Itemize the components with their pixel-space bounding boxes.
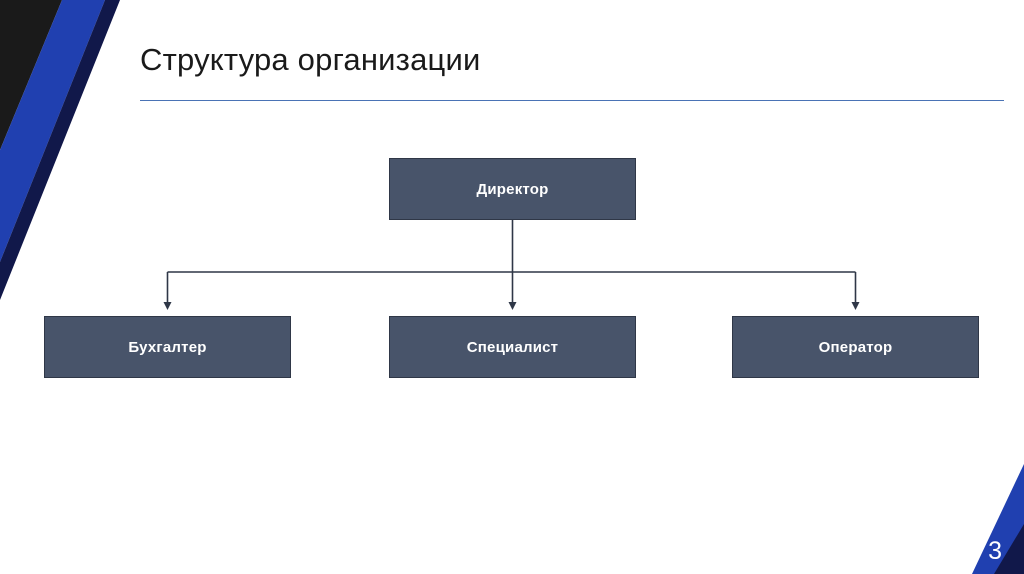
page-title: Структура организации [140, 42, 481, 77]
org-node-label: Специалист [466, 338, 559, 356]
org-node-specialist[interactable]: Специалист [389, 316, 636, 378]
title-underline [140, 100, 1004, 101]
org-node-label: Оператор [818, 338, 893, 356]
org-node-label: Бухгалтер [128, 338, 207, 356]
page-number: 3 [988, 537, 1002, 565]
org-node-operator[interactable]: Оператор [732, 316, 979, 378]
org-node-accountant[interactable]: Бухгалтер [44, 316, 291, 378]
org-node-director[interactable]: Директор [389, 158, 636, 220]
org-node-label: Директор [476, 180, 549, 198]
